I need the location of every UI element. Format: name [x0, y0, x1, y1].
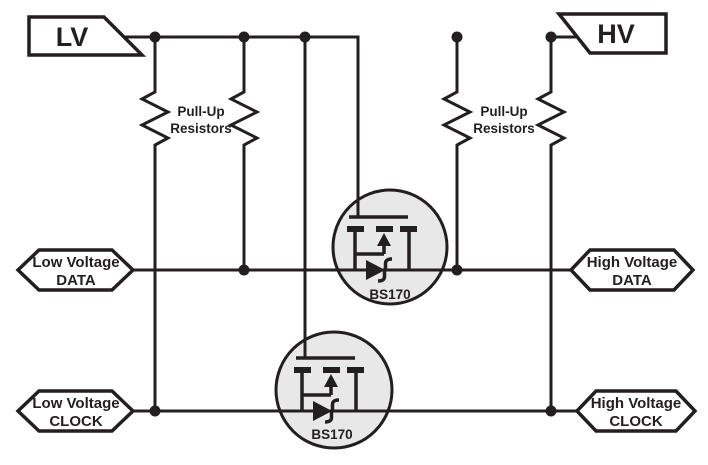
port-lv-clock-line1: Low Voltage: [32, 395, 119, 412]
port-hv-data: [568, 248, 696, 292]
port-lv-data-line1: Low Voltage: [32, 254, 119, 271]
pullup-label-hv-line1: Pull-Up: [480, 104, 527, 119]
port-lv-clock: [15, 389, 136, 433]
lv-rail-label: LV: [56, 22, 89, 52]
pullup-label-hv-line2: Resistors: [473, 121, 535, 136]
port-hv-clock-line2: CLOCK: [609, 413, 662, 430]
junction-dot: [451, 264, 463, 276]
wire-lv-clock-pullup: [138, 37, 172, 411]
pullup-label-lv-line2: Resistors: [170, 121, 232, 136]
port-lv-clock-line2: CLOCK: [49, 413, 102, 430]
port-hv-clock-line1: High Voltage: [591, 395, 682, 412]
hv-rail-label: HV: [597, 19, 635, 49]
junction-dot: [545, 31, 557, 43]
junction-dot: [545, 405, 557, 417]
port-hv-data-line1: High Voltage: [587, 254, 678, 271]
junction-dot: [238, 31, 250, 43]
junction-dot: [238, 264, 250, 276]
port-lv-data-line2: DATA: [56, 272, 96, 289]
wire-hv-clock-pullup: [534, 37, 568, 411]
pullup-label-lv-line1: Pull-Up: [177, 104, 224, 119]
junction-dot: [149, 31, 161, 43]
wire-lv-data-pullup: [227, 37, 261, 270]
lv-rail-flag: [27, 15, 147, 57]
hv-rail-flag: [555, 12, 668, 55]
mosfet-data-part-label: BS170: [369, 287, 410, 302]
mosfet-circle-clock: [274, 330, 394, 450]
port-hv-clock: [574, 389, 698, 433]
port-hv-data-line2: DATA: [612, 272, 652, 289]
port-lv-data: [15, 248, 136, 292]
junction-dot: [299, 31, 311, 43]
mosfet-clock-part-label: BS170: [311, 427, 352, 442]
wire-lv-rail-and-data-gate: [122, 35, 360, 217]
junction-dot: [149, 405, 161, 417]
junction-dot: [451, 31, 463, 43]
wire-hv-data-pullup: [440, 37, 474, 270]
